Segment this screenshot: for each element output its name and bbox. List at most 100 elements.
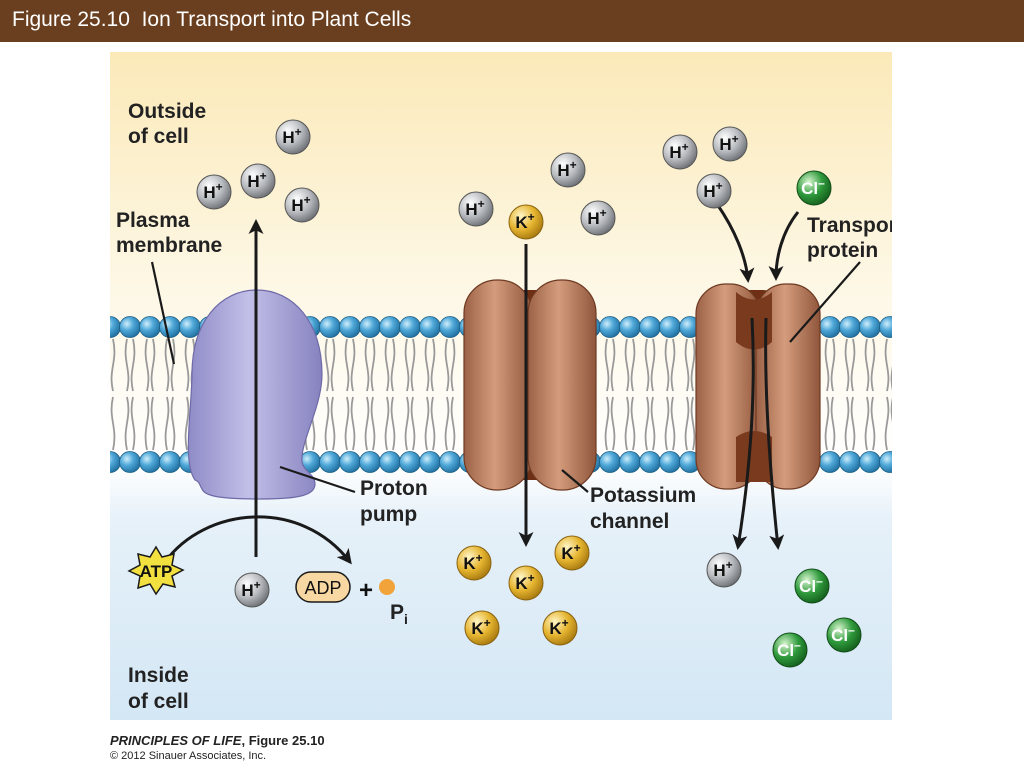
lipid-head-inner (339, 451, 361, 473)
cl-out-arrow (764, 317, 785, 550)
h-ion-label: H+ (203, 180, 222, 202)
lipid-head-inner (419, 451, 441, 473)
transport-arrows (163, 203, 800, 565)
h-ion: H+ (712, 126, 748, 162)
k-ion-circle (508, 565, 544, 601)
transport-protein-bottom-pore (736, 431, 772, 482)
plasma-membrane-pointer (150, 261, 176, 365)
h-out-arrow (732, 317, 755, 550)
h-ion: H+ (550, 152, 586, 188)
outside-label: Outside of cell (128, 100, 212, 148)
h-ion-label: H+ (557, 158, 576, 180)
transport-protein (695, 283, 821, 490)
inside-label-line2: of cell (128, 690, 189, 713)
phosphate-dot (379, 579, 395, 595)
lipid-tail (684, 338, 696, 451)
k-ion-circle (464, 610, 500, 646)
cl-ion-circle (794, 568, 830, 604)
h-ion-circle (706, 552, 742, 588)
phosphate-subscript: i (404, 611, 408, 627)
h-ion: H+ (275, 119, 311, 155)
h-ion: H+ (458, 191, 494, 227)
h-ion-circle (234, 572, 270, 608)
potassium-channel-right-subunit (527, 279, 597, 491)
credit-figure: , Figure 25.10 (241, 733, 325, 748)
lipid-head-inner (879, 451, 892, 473)
k-ion-label: K+ (463, 551, 482, 573)
cl-ion: Cl– (772, 632, 808, 668)
lipid-head-inner (819, 451, 841, 473)
plasma-label-line2: membrane (116, 234, 222, 257)
lipid-head-inner (119, 451, 141, 473)
k-ion-label: K+ (515, 571, 534, 593)
lipid-head-outer (879, 316, 892, 338)
lipid-head-outer (639, 316, 661, 338)
k-ion-circle (554, 535, 590, 571)
potassium-label-line2: channel (590, 510, 669, 533)
h-ion-label: H+ (587, 206, 606, 228)
k-ion: K+ (464, 610, 500, 646)
lipid-tail (124, 338, 136, 451)
label-pointers (150, 261, 861, 494)
h-ion: H+ (234, 572, 270, 608)
phosphate-p: P (390, 601, 404, 624)
h-ion-circle (275, 119, 311, 155)
atp-burst (127, 545, 185, 596)
cl-ion-label: Cl– (799, 574, 823, 596)
lipid-head-inner (359, 451, 381, 473)
lipid-head-outer (339, 316, 361, 338)
lipid-head-outer (619, 316, 641, 338)
h-ion: H+ (196, 174, 232, 210)
lipid-tail (384, 338, 396, 451)
credit-book: PRINCIPLES OF LIFE (110, 733, 242, 748)
h-ion-label: H+ (713, 558, 732, 580)
adp-plus: + (359, 577, 373, 604)
lipid-head-inner (139, 451, 161, 473)
h-ion-label: H+ (719, 132, 738, 154)
k-ion-label: K+ (515, 210, 534, 232)
k-ion-circle (456, 545, 492, 581)
h-ion: H+ (706, 552, 742, 588)
transport-protein-label: Transport protein (807, 214, 892, 262)
h-ion-circle (662, 134, 698, 170)
phosphate-label: Pi (390, 601, 408, 627)
lipid-tail (144, 338, 156, 451)
lipid-head-outer (839, 316, 861, 338)
cl-in-arrow (768, 211, 800, 281)
lipid-head-outer (139, 316, 161, 338)
lipid-head-outer (119, 316, 141, 338)
h-ion-label: H+ (465, 197, 484, 219)
proton-label-line2: pump (360, 503, 417, 526)
lipid-head-outer (379, 316, 401, 338)
h-ion-circle (196, 174, 232, 210)
lipid-head-inner (839, 451, 861, 473)
atp-to-adp-arrow (163, 515, 352, 565)
lipid-tail (844, 338, 856, 451)
lipid-tail (110, 338, 116, 451)
transport-protein-top-pore (736, 292, 772, 350)
k-ion: K+ (508, 565, 544, 601)
k-ion: K+ (508, 204, 544, 240)
h-ion-label: H+ (669, 140, 688, 162)
potassium-channel-pointer (561, 469, 589, 493)
lipid-head-outer (859, 316, 881, 338)
lipid-head-inner (599, 451, 621, 473)
outside-label-line1: Outside (128, 100, 206, 123)
credit-copyright: © 2012 Sinauer Associates, Inc. (110, 750, 267, 762)
lipid-tail (604, 338, 616, 451)
transport-label-line2: protein (807, 239, 878, 262)
h-ion: H+ (662, 134, 698, 170)
lipid-head-inner (379, 451, 401, 473)
lipid-head-inner (619, 451, 641, 473)
potassium-label-line1: Potassium (590, 484, 696, 507)
h-ion-circle (580, 200, 616, 236)
lipid-head-inner (319, 451, 341, 473)
h-ion-circle (458, 191, 494, 227)
lipid-head-outer (819, 316, 841, 338)
k-ion: K+ (554, 535, 590, 571)
k-ion-label: K+ (549, 616, 568, 638)
proton-pump-label: Proton pump (360, 477, 434, 526)
h-ion-label: H+ (241, 578, 260, 600)
cl-ion: Cl– (826, 617, 862, 653)
lipid-tail (624, 338, 636, 451)
